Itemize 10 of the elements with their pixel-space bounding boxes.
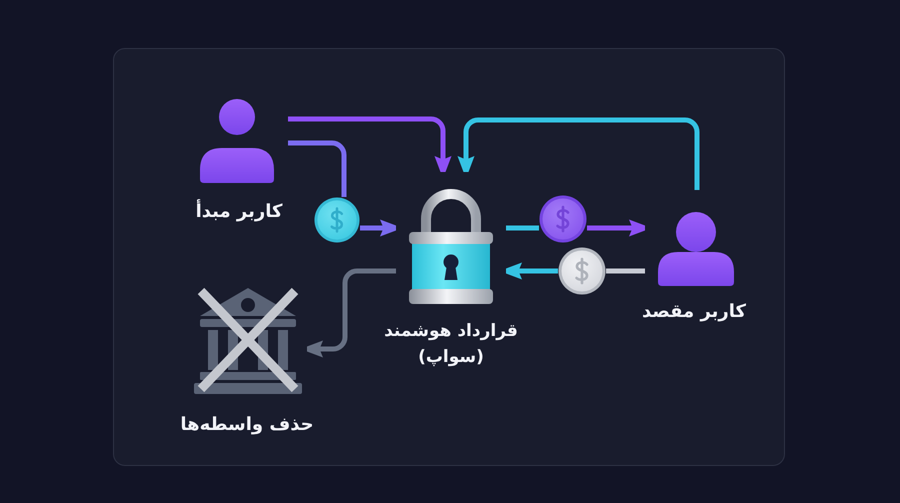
connector-line <box>506 226 539 230</box>
user-label: کاربر مبدأ <box>194 199 284 224</box>
user-label: کاربر مقصد <box>640 300 748 324</box>
connector-line <box>288 140 346 197</box>
caption-label: حذف واسطه‌ها <box>179 413 315 437</box>
connector-line <box>606 268 645 274</box>
contract-label: قرارداد هوشمند (سواپ) <box>383 320 519 369</box>
coin-icon <box>314 197 360 243</box>
coin-icon <box>558 247 606 295</box>
coin-icon <box>539 195 587 243</box>
